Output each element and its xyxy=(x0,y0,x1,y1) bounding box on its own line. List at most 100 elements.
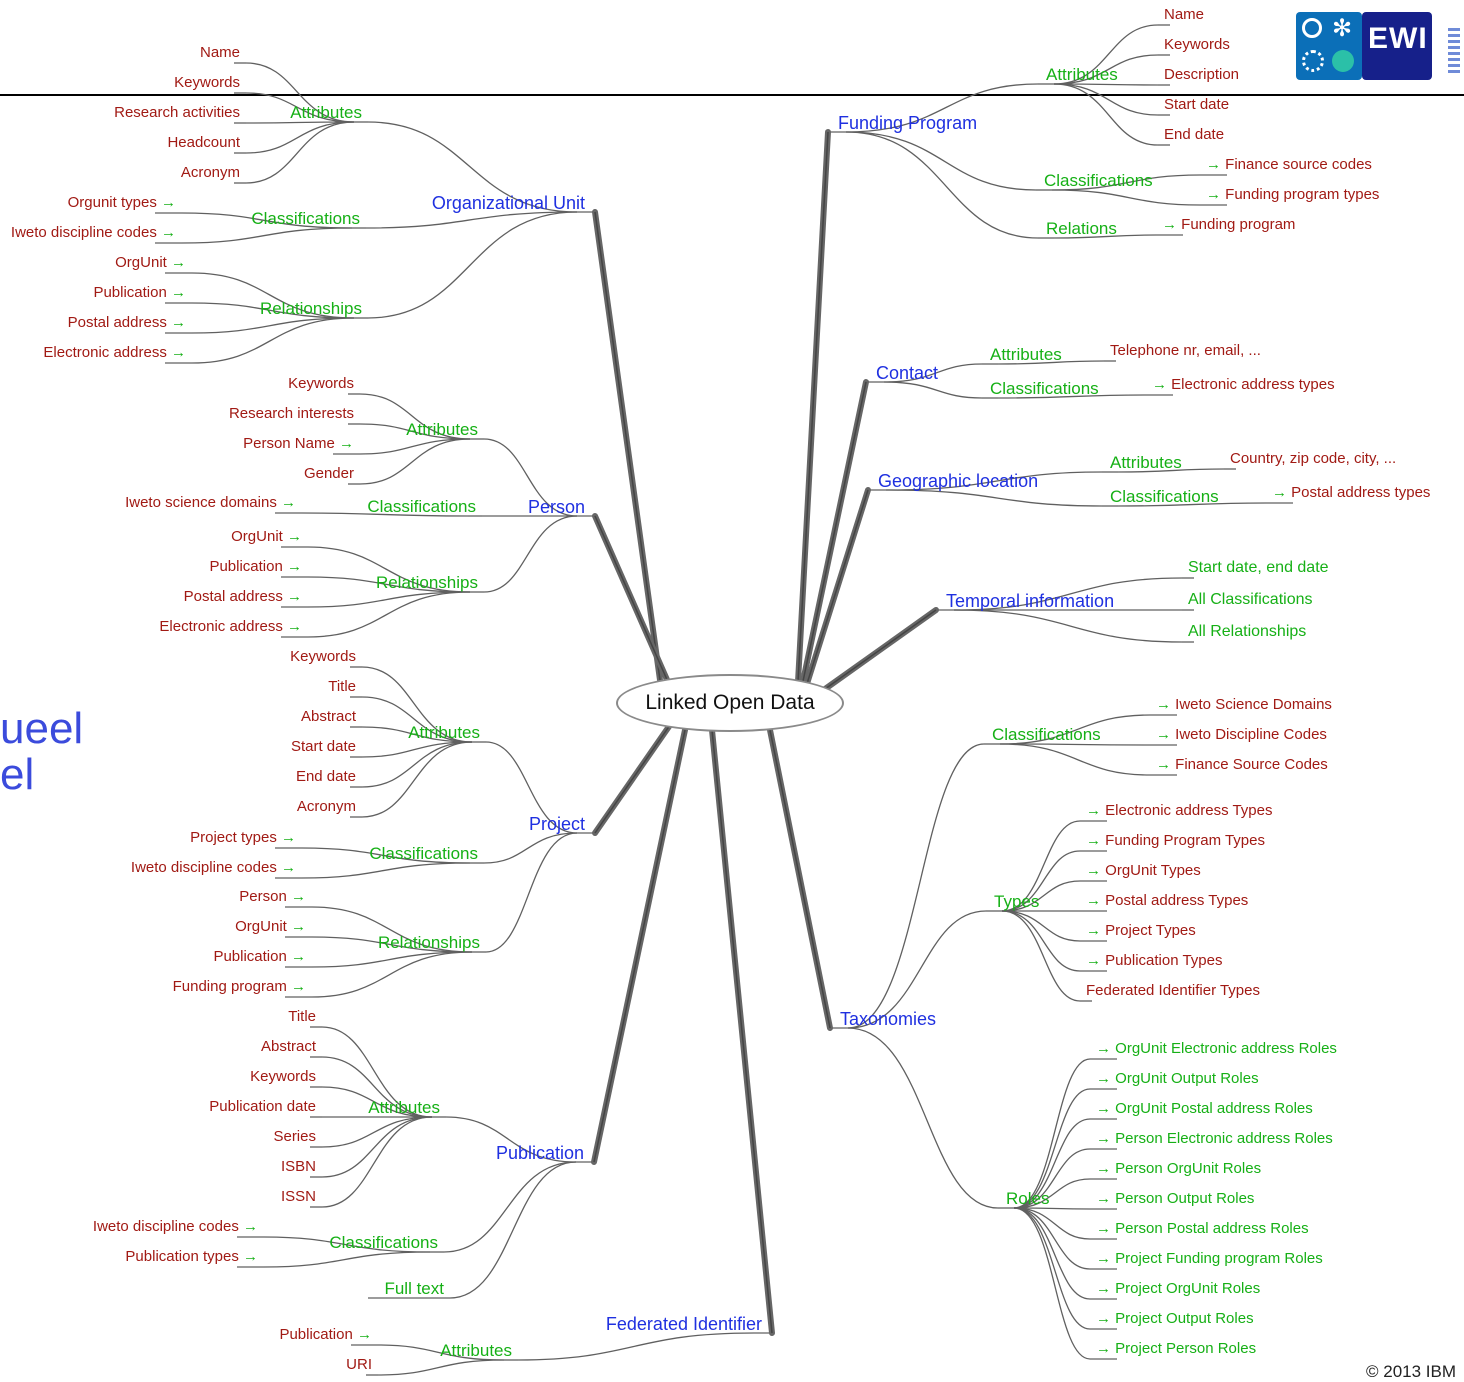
leaf-funding-program: Funding program → xyxy=(173,979,306,994)
leaf-project-output-roles-text: Project Output Roles xyxy=(1115,1310,1254,1327)
category-relationships-text: Relationships xyxy=(375,573,478,592)
category-relationships: Relationships xyxy=(260,300,362,317)
leaf-abstract: Abstract xyxy=(261,1039,316,1054)
leaf-iweto-discipline-codes: → Iweto Discipline Codes xyxy=(1156,727,1327,742)
branch-line xyxy=(245,121,355,154)
category-full-text-text: Full text xyxy=(384,1279,444,1298)
leaf-keywords-text: Keywords xyxy=(288,375,354,392)
copyright: © 2013 IBM xyxy=(1365,1362,1456,1381)
leaf-orgunit: OrgUnit → xyxy=(115,255,186,270)
branch-line xyxy=(1053,24,1159,85)
branch-line xyxy=(845,131,1039,239)
branch-line xyxy=(997,360,1105,365)
arrow-icon: → xyxy=(1096,1160,1116,1177)
arrow-icon: → xyxy=(1096,1040,1116,1057)
leaf-title-text: Title xyxy=(328,678,356,695)
category-classifications-text: Classifications xyxy=(1110,487,1219,506)
leaf-funding-program-types: → Funding Program Types xyxy=(1086,833,1265,848)
category-attributes: Attributes xyxy=(408,724,480,741)
logo-text: EWI xyxy=(1368,22,1428,55)
leaf-postal-address-types-text: Postal address Types xyxy=(1105,892,1249,909)
branch-line xyxy=(307,591,471,638)
category-classifications: Classifications xyxy=(367,498,476,515)
branch-line xyxy=(311,951,473,968)
branch-line xyxy=(1013,1207,1091,1330)
arrow-icon: → xyxy=(1096,1190,1116,1207)
leaf-orgunit-text: OrgUnit xyxy=(235,918,287,935)
leaf-keywords-text: Keywords xyxy=(290,648,356,665)
category-classifications-text: Classifications xyxy=(367,497,476,516)
topic-organizational-unit: Organizational Unit xyxy=(432,194,585,212)
topic-geographic-location-text: Geographic location xyxy=(878,471,1039,491)
branch-line xyxy=(483,515,578,593)
leaf-orgunit-postal-address-roles-text: OrgUnit Postal address Roles xyxy=(1115,1100,1313,1117)
branch-line xyxy=(311,951,473,998)
leaf-start-date-end-date: Start date, end date xyxy=(1188,560,1329,576)
leaf-project-types: → Project Types xyxy=(1086,923,1196,938)
branch-line xyxy=(885,471,1103,491)
branch-line xyxy=(953,609,1183,643)
leaf-title-text: Title xyxy=(288,1008,316,1025)
arrow-icon: → xyxy=(1096,1070,1116,1087)
leaf-orgunit-text: OrgUnit xyxy=(231,528,283,545)
category-classifications: Classifications xyxy=(1044,172,1153,189)
leaf-project-person-roles: → Project Person Roles xyxy=(1096,1341,1256,1356)
leaf-keywords: Keywords xyxy=(1164,37,1230,52)
branch-line xyxy=(1053,83,1159,146)
topic-temporal-information-text: Temporal information xyxy=(946,591,1115,611)
leaf-isbn-text: ISBN xyxy=(280,1158,316,1175)
leaf-start-date-text: Start date xyxy=(290,738,356,755)
branch-line xyxy=(1001,910,1081,1002)
leaf-keywords: Keywords xyxy=(250,1069,316,1084)
arrow-icon: → xyxy=(1086,922,1106,939)
leaf-keywords: Keywords xyxy=(290,649,356,664)
trunk-line xyxy=(594,515,669,683)
side-text-line-1: ueel xyxy=(0,704,84,753)
leaf-research-activities: Research activities xyxy=(114,105,240,120)
branch-line xyxy=(1117,468,1225,473)
leaf-person-output-roles: → Person Output Roles xyxy=(1096,1191,1254,1206)
leaf-postal-address-text: Postal address xyxy=(183,588,283,605)
leaf-research-interests: Research interests xyxy=(229,406,354,421)
branch-line xyxy=(847,1027,999,1209)
branch-line xyxy=(307,591,471,608)
branch-line xyxy=(321,1086,433,1118)
branch-line xyxy=(449,1161,577,1299)
leaf-country-zip-code-city: Country, zip code, city, ... xyxy=(1230,451,1396,466)
trunk-line xyxy=(711,729,773,1334)
leaf-project-types-text: Project types xyxy=(190,829,277,846)
trunk-line xyxy=(804,489,869,691)
branch-line xyxy=(847,910,987,1029)
leaf-publication: Publication → xyxy=(209,559,302,574)
trunk-line xyxy=(797,131,829,683)
branch-line xyxy=(367,121,578,213)
arrow-icon: → xyxy=(1086,952,1106,969)
trunk-line xyxy=(593,729,686,1163)
branch-line xyxy=(999,743,1151,776)
leaf-iweto-discipline-codes-text: Iweto discipline codes xyxy=(92,1218,239,1235)
branch-line xyxy=(245,92,355,123)
leaf-postal-address: Postal address → xyxy=(68,315,186,330)
branch-line xyxy=(301,862,471,879)
leaf-title: Title xyxy=(288,1009,316,1024)
category-classifications: Classifications xyxy=(1110,488,1219,505)
leaf-project-types: Project types → xyxy=(190,830,296,845)
leaf-gender-text: Gender xyxy=(303,465,354,482)
branch-line xyxy=(1001,820,1081,912)
leaf-uri: URI xyxy=(346,1357,372,1372)
leaf-project-person-roles-text: Project Person Roles xyxy=(1115,1340,1257,1357)
leaf-title: Title xyxy=(328,679,356,694)
arrow-icon: → xyxy=(1206,156,1226,173)
leaf-publication-types: Publication types → xyxy=(125,1249,258,1264)
leaf-iweto-discipline-codes-text: Iweto discipline codes xyxy=(130,859,277,876)
leaf-electronic-address-types-text: Electronic address types xyxy=(1171,376,1335,393)
branch-line xyxy=(485,741,578,834)
category-classifications: Classifications xyxy=(369,845,478,862)
leaf-keywords: Keywords xyxy=(288,376,354,391)
leaf-description-text: Description xyxy=(1164,66,1240,83)
branch-line xyxy=(263,1251,431,1268)
leaf-orgunit-electronic-address-roles-text: OrgUnit Electronic address Roles xyxy=(1115,1040,1337,1057)
arrow-icon: → xyxy=(156,224,176,241)
category-classifications: Classifications xyxy=(329,1234,438,1251)
leaf-issn: ISSN xyxy=(281,1189,316,1204)
